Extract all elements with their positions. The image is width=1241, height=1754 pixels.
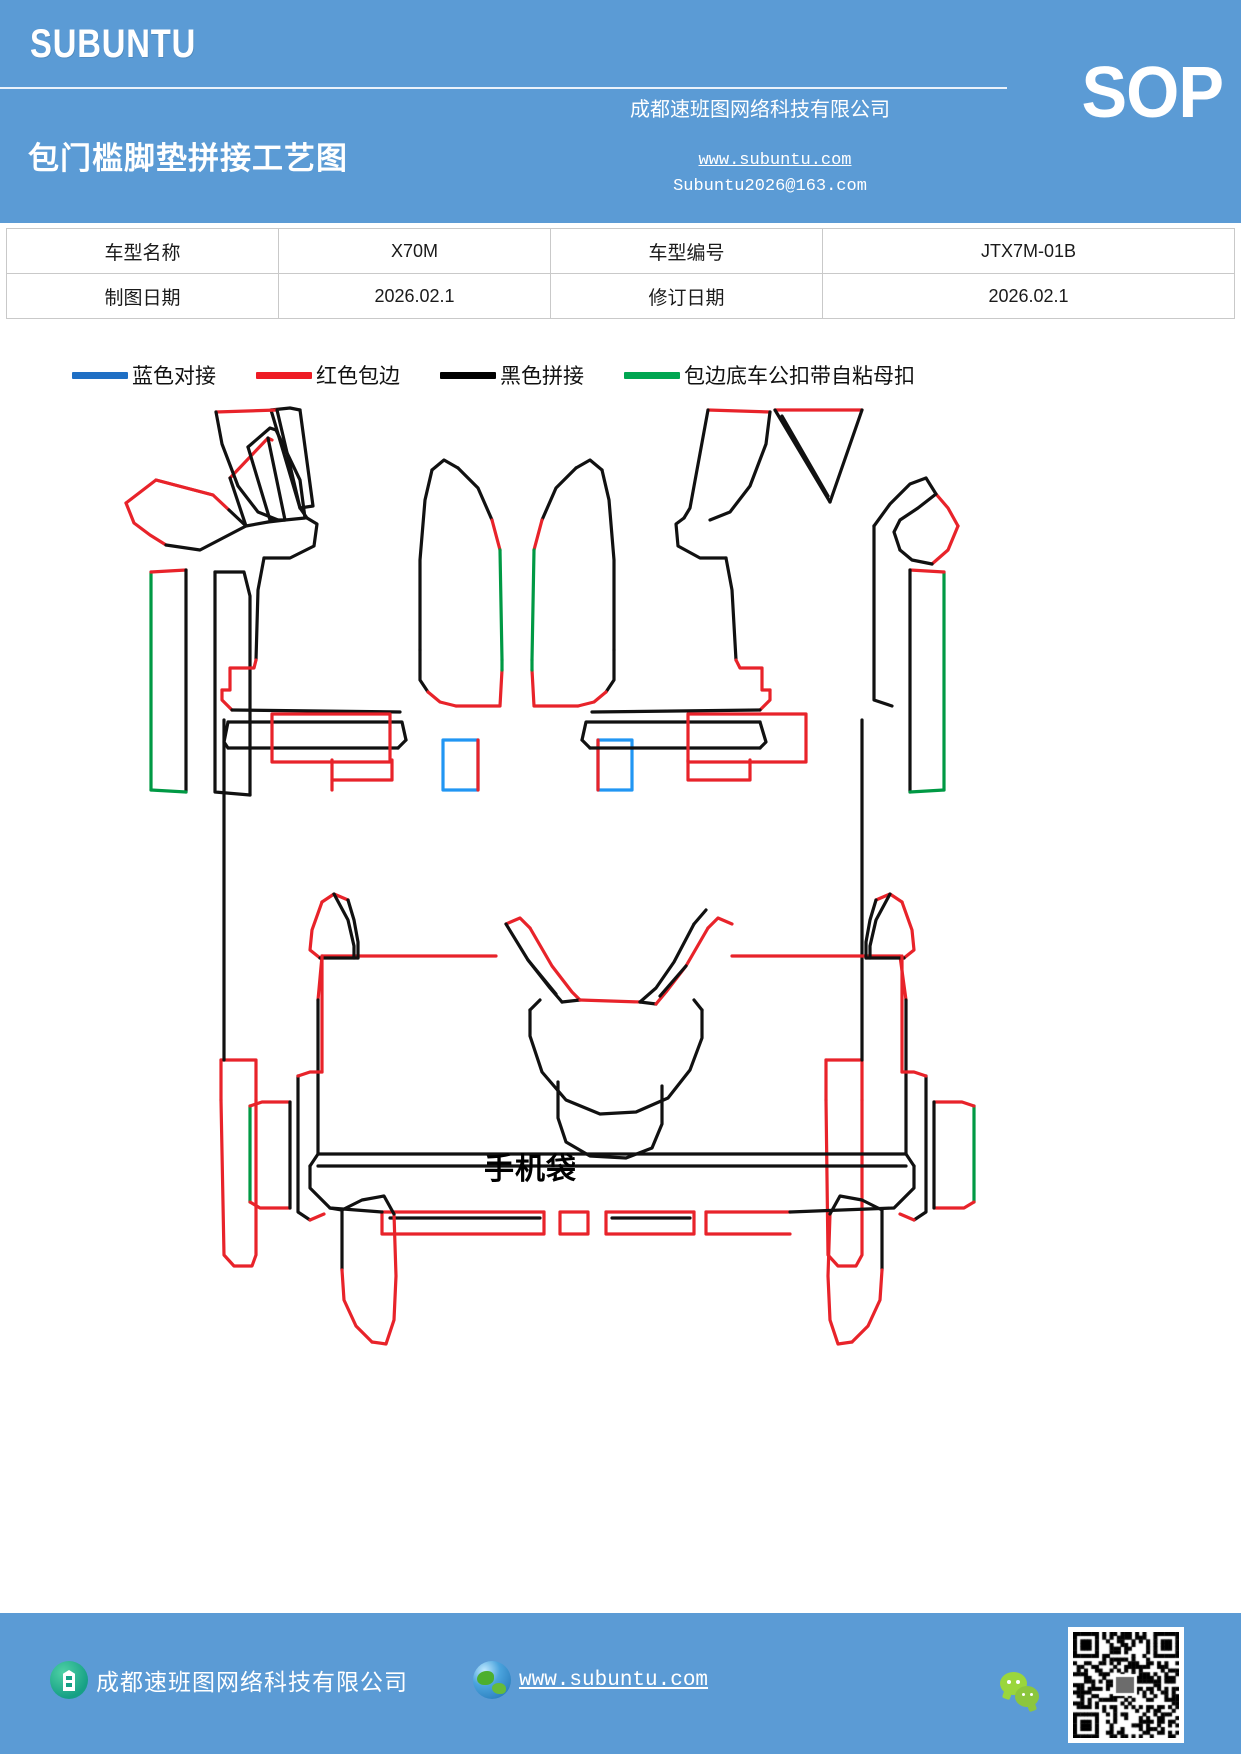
footer-website-block[interactable]: www.subuntu.com xyxy=(473,1661,708,1699)
rear-right-skirt-piece xyxy=(826,1194,884,1346)
rear-right-flap-piece xyxy=(864,892,916,960)
right-outer-flap-piece xyxy=(892,492,960,566)
legend-item-black: 黑色拼接 xyxy=(440,360,584,390)
wechat-eye-dot xyxy=(1030,1693,1033,1696)
right-small-rect-piece xyxy=(686,712,808,764)
phone-pocket-label: 手机袋 xyxy=(484,1153,577,1186)
header-company-name: 成都速班图网络科技有限公司 xyxy=(630,99,890,121)
rear-main-panel-piece xyxy=(308,954,916,1168)
model-code-label: 车型编号 xyxy=(550,228,823,274)
revision-date-value: 2026.02.1 xyxy=(822,273,1235,319)
front-mat-group xyxy=(124,406,960,1268)
sop-badge: SOP xyxy=(1081,53,1224,133)
left-outer-flap-piece xyxy=(124,478,248,552)
footer-website-link[interactable]: www.subuntu.com xyxy=(519,1668,709,1692)
right-cross-bar-piece xyxy=(580,720,768,750)
revision-date-label: 修订日期 xyxy=(550,273,823,319)
rear-tunnel-piece xyxy=(504,908,734,1006)
left-main-panel-piece xyxy=(214,408,402,714)
right-long-bar-piece xyxy=(824,718,864,1268)
rear-lower-rail-piece xyxy=(380,1210,792,1236)
left-sill-strip-piece xyxy=(149,568,188,794)
draw-date-label: 制图日期 xyxy=(6,273,279,319)
legend-swatch-black-icon xyxy=(440,371,496,379)
legend: 蓝色对接 红色包边 黑色拼接 包边底车公扣带自粘母扣 xyxy=(0,355,1241,395)
globe-icon xyxy=(473,1661,511,1699)
model-name-label: 车型名称 xyxy=(6,228,279,274)
page-footer: 成都速班图网络科技有限公司 www.subuntu.com xyxy=(0,1613,1241,1754)
footer-company-name: 成都速班图网络科技有限公司 xyxy=(96,1670,408,1695)
right-centre-panel-piece xyxy=(530,458,616,708)
rear-left-skirt-piece xyxy=(340,1194,398,1346)
brand-logo: SUBUNTU xyxy=(30,22,197,66)
rear-inner-joints xyxy=(308,1164,916,1214)
rear-right-inner-strip-piece xyxy=(898,954,928,1222)
legend-swatch-red-icon xyxy=(256,371,312,379)
legend-swatch-blue-icon xyxy=(72,371,128,379)
left-long-bar-piece xyxy=(219,718,258,1268)
left-second-bar-piece xyxy=(330,758,394,792)
page-title: 包门槛脚垫拼接工艺图 xyxy=(28,141,348,176)
page-header: SUBUNTU 包门槛脚垫拼接工艺图 成都速班图网络科技有限公司 www.sub… xyxy=(0,0,1241,223)
footer-company-block: 成都速班图网络科技有限公司 xyxy=(50,1661,408,1699)
right-second-bar-piece xyxy=(686,758,752,782)
draw-date-value: 2026.02.1 xyxy=(278,273,551,319)
left-inner-strip-piece xyxy=(213,570,252,797)
model-name-value: X70M xyxy=(278,228,551,274)
table-row: 车型名称 X70M 车型编号 JTX7M-01B xyxy=(6,228,1235,274)
header-website-link[interactable]: www.subuntu.com xyxy=(698,151,852,170)
legend-label-blue: 蓝色对接 xyxy=(132,364,216,388)
legend-label-black: 黑色拼接 xyxy=(500,364,584,388)
vehicle-info-table: 车型名称 X70M 车型编号 JTX7M-01B 制图日期 2026.02.1 … xyxy=(6,228,1235,319)
rear-mat-group xyxy=(248,892,976,1346)
left-centre-panel-piece xyxy=(418,458,504,708)
left-fan-pieces xyxy=(228,426,307,528)
header-email[interactable]: Subuntu2026@163.com xyxy=(673,177,867,196)
legend-label-green: 包边底车公扣带自粘母扣 xyxy=(684,364,915,388)
wechat-eye-dot xyxy=(1022,1693,1025,1696)
header-divider xyxy=(0,87,1007,89)
building-icon xyxy=(50,1661,88,1699)
left-triangle-notch-piece xyxy=(269,406,315,510)
pattern-drawing-svg xyxy=(124,406,976,1346)
wechat-eye-dot xyxy=(1016,1680,1020,1684)
right-sill-strip-piece xyxy=(908,568,946,794)
right-main-panel-piece xyxy=(590,408,772,714)
qr-code-image xyxy=(1073,1632,1179,1738)
legend-swatch-green-icon xyxy=(624,371,680,379)
rear-tunnel-bowl-piece xyxy=(528,998,704,1160)
legend-label-red: 红色包边 xyxy=(316,364,400,388)
pattern-drawing-area: 手机袋 xyxy=(0,400,1241,1470)
qr-code xyxy=(1068,1627,1184,1743)
rear-left-flap-piece xyxy=(308,892,360,960)
right-triangle-notch-piece xyxy=(773,408,864,504)
table-row: 制图日期 2026.02.1 修订日期 2026.02.1 xyxy=(6,273,1235,319)
left-cross-bar-piece xyxy=(222,720,408,750)
right-fan-piece xyxy=(872,476,938,708)
legend-item-green: 包边底车公扣带自粘母扣 xyxy=(624,360,915,390)
phone-pocket-left-box xyxy=(441,738,480,792)
legend-item-red: 红色包边 xyxy=(256,360,400,390)
model-code-value: JTX7M-01B xyxy=(822,228,1235,274)
rear-left-inner-strip-piece xyxy=(296,954,326,1222)
wechat-eye-dot xyxy=(1007,1680,1011,1684)
rear-right-green-strip-piece xyxy=(932,1100,976,1210)
rear-left-green-strip-piece xyxy=(248,1100,292,1210)
legend-item-blue: 蓝色对接 xyxy=(72,360,216,390)
wechat-icon xyxy=(1000,1672,1042,1710)
wechat-bubble-small xyxy=(1015,1686,1039,1707)
